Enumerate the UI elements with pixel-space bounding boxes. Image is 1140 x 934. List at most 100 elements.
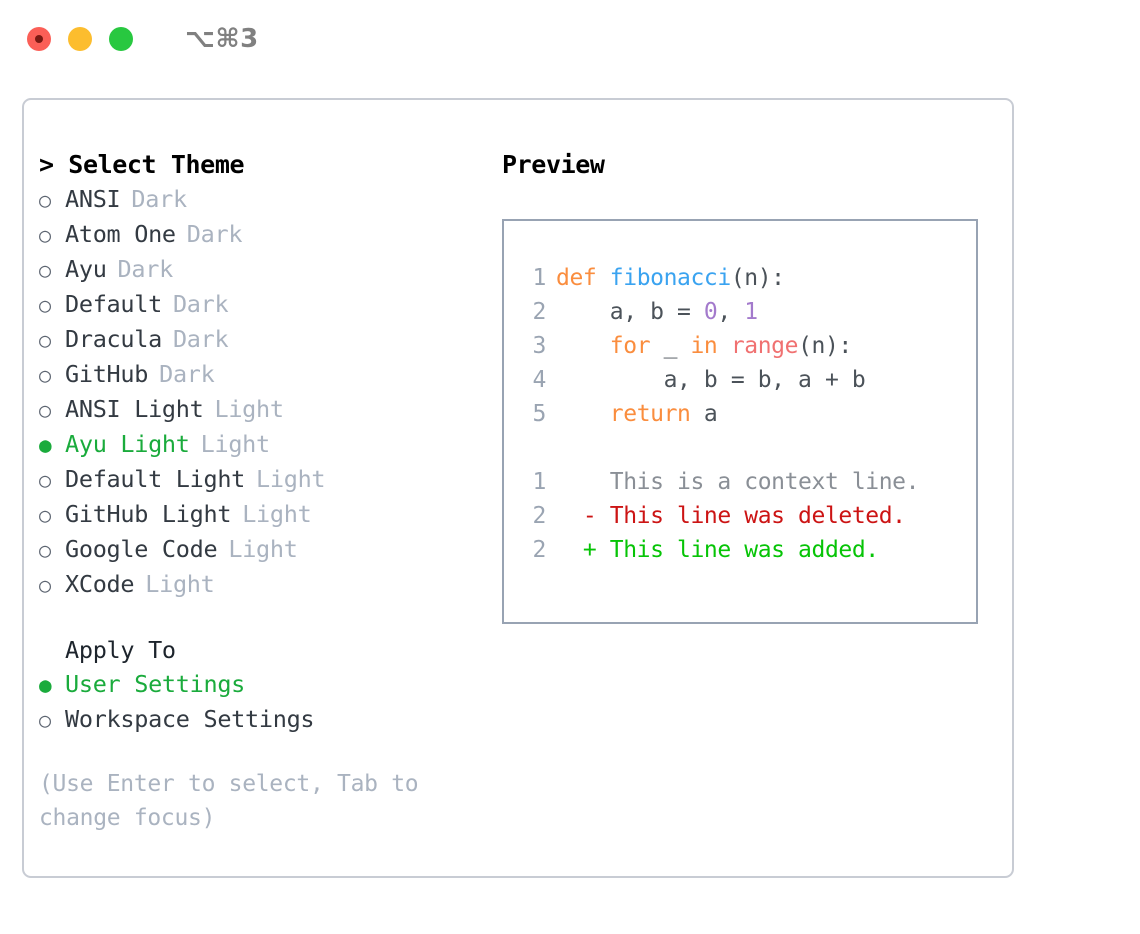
- diff-line-text: + This line was added.: [556, 537, 879, 563]
- maximize-window-button[interactable]: [109, 27, 133, 51]
- code-line-2: 2 a, b = 0, 1: [516, 295, 919, 329]
- apply-to-option-label: User Settings: [65, 670, 246, 698]
- radio-unselected-icon: ○: [39, 258, 51, 282]
- code-line-number: 5: [532, 401, 547, 427]
- code-token: [556, 401, 610, 427]
- code-token: 1: [744, 299, 758, 325]
- radio-unselected-icon: ○: [39, 398, 51, 422]
- traffic-lights: [27, 27, 133, 51]
- radio-selected-icon: ●: [39, 673, 52, 697]
- section-spacer: [39, 602, 479, 633]
- code-token: _: [650, 333, 691, 359]
- code-token: def: [556, 265, 610, 291]
- theme-option-8[interactable]: ○ Default Light Light: [39, 462, 479, 497]
- code-line-number: 2: [532, 299, 547, 325]
- theme-option-label: ANSI: [65, 185, 121, 213]
- theme-option-label: GitHub: [65, 360, 149, 388]
- keyboard-hint-text: (Use Enter to select, Tab to change focu…: [39, 771, 419, 831]
- diff-line-text: - This line was deleted.: [556, 503, 906, 529]
- apply-to-header: Apply To: [65, 636, 176, 664]
- theme-option-0[interactable]: ○ ANSI Dark: [39, 182, 479, 217]
- code-diff-separator: [516, 431, 919, 465]
- theme-option-variant: Light: [228, 535, 298, 563]
- theme-option-7[interactable]: ● Ayu Light Light: [39, 427, 479, 462]
- code-token: 0: [703, 299, 718, 325]
- code-line-number: 3: [532, 333, 547, 359]
- minimize-window-button[interactable]: [68, 27, 92, 51]
- theme-option-variant: Light: [214, 395, 284, 423]
- diff-line-number: 2: [532, 537, 547, 563]
- theme-option-label: Ayu: [65, 255, 107, 283]
- apply-to-option-1[interactable]: ○Workspace Settings: [39, 702, 479, 737]
- theme-option-1[interactable]: ○ Atom One Dark: [39, 217, 479, 252]
- code-token: [556, 333, 610, 359]
- code-line-5: 5 return a: [516, 397, 919, 431]
- code-line-number: 4: [532, 367, 547, 393]
- radio-unselected-icon: ○: [39, 363, 51, 387]
- theme-option-variant: Dark: [172, 290, 229, 318]
- radio-unselected-icon: ○: [39, 188, 51, 212]
- apply-to-option-0[interactable]: ● User Settings: [39, 667, 479, 702]
- code-line-1: 1 def fibonacci(n):: [516, 261, 919, 295]
- theme-option-variant: Light: [242, 500, 312, 528]
- theme-option-label: Atom One: [65, 220, 176, 248]
- theme-option-variant: Dark: [186, 220, 243, 248]
- radio-unselected-icon: ○: [39, 573, 51, 597]
- theme-option-label: Dracula: [65, 325, 162, 353]
- diff-line-text: This is a context line.: [556, 469, 920, 495]
- code-token: (n):: [730, 265, 785, 291]
- code-token: return: [609, 401, 691, 427]
- apply-to-option-list: ● User Settings ○Workspace Settings: [39, 667, 479, 737]
- theme-option-label: Default Light: [65, 465, 246, 493]
- code-line-number: 1: [532, 265, 547, 291]
- radio-unselected-icon: ○: [39, 468, 51, 492]
- theme-option-label: XCode: [65, 570, 135, 598]
- theme-option-variant: Dark: [131, 185, 187, 213]
- code-token: a, b =: [556, 299, 704, 325]
- radio-unselected-icon: ○: [39, 293, 51, 317]
- theme-option-label: GitHub Light: [65, 500, 232, 528]
- theme-option-variant: Dark: [159, 360, 215, 388]
- code-token: a: [690, 401, 718, 427]
- code-token: [717, 333, 730, 359]
- code-token: (n):: [798, 333, 852, 359]
- theme-option-label: ANSI Light: [65, 395, 204, 423]
- code-line-3: 3 for _ in range(n):: [516, 329, 919, 363]
- code-token: ,: [717, 299, 745, 325]
- theme-option-label: Ayu Light: [65, 430, 190, 458]
- select-theme-header: > Select Theme: [39, 150, 245, 179]
- radio-unselected-icon: ○: [39, 708, 51, 732]
- diff-line-1: 2 - This line was deleted.: [516, 499, 919, 533]
- theme-option-10[interactable]: ○ Google Code Light: [39, 532, 479, 567]
- theme-option-5[interactable]: ○ GitHub Dark: [39, 357, 479, 392]
- code-token: fibonacci: [609, 265, 731, 291]
- diff-line-number: 2: [532, 503, 547, 529]
- window-shortcut-label: ⌥⌘3: [185, 24, 259, 54]
- title-bar: ⌥⌘3: [0, 0, 1140, 78]
- theme-option-6[interactable]: ○ ANSI Light Light: [39, 392, 479, 427]
- radio-unselected-icon: ○: [39, 538, 51, 562]
- theme-option-variant: Light: [256, 465, 326, 493]
- diff-line-number: 1: [532, 469, 547, 495]
- radio-unselected-icon: ○: [39, 223, 51, 247]
- theme-option-11[interactable]: ○ XCode Light: [39, 567, 479, 602]
- theme-option-label: Google Code: [65, 535, 218, 563]
- theme-option-variant: Dark: [172, 325, 229, 353]
- code-line-4: 4 a, b = b, a + b: [516, 363, 919, 397]
- theme-option-variant: Light: [145, 570, 215, 598]
- theme-option-variant: Light: [200, 430, 271, 458]
- code-token: for: [609, 333, 651, 359]
- preview-header: Preview: [502, 150, 605, 179]
- radio-selected-icon: ●: [39, 433, 52, 457]
- close-window-button[interactable]: [27, 27, 51, 51]
